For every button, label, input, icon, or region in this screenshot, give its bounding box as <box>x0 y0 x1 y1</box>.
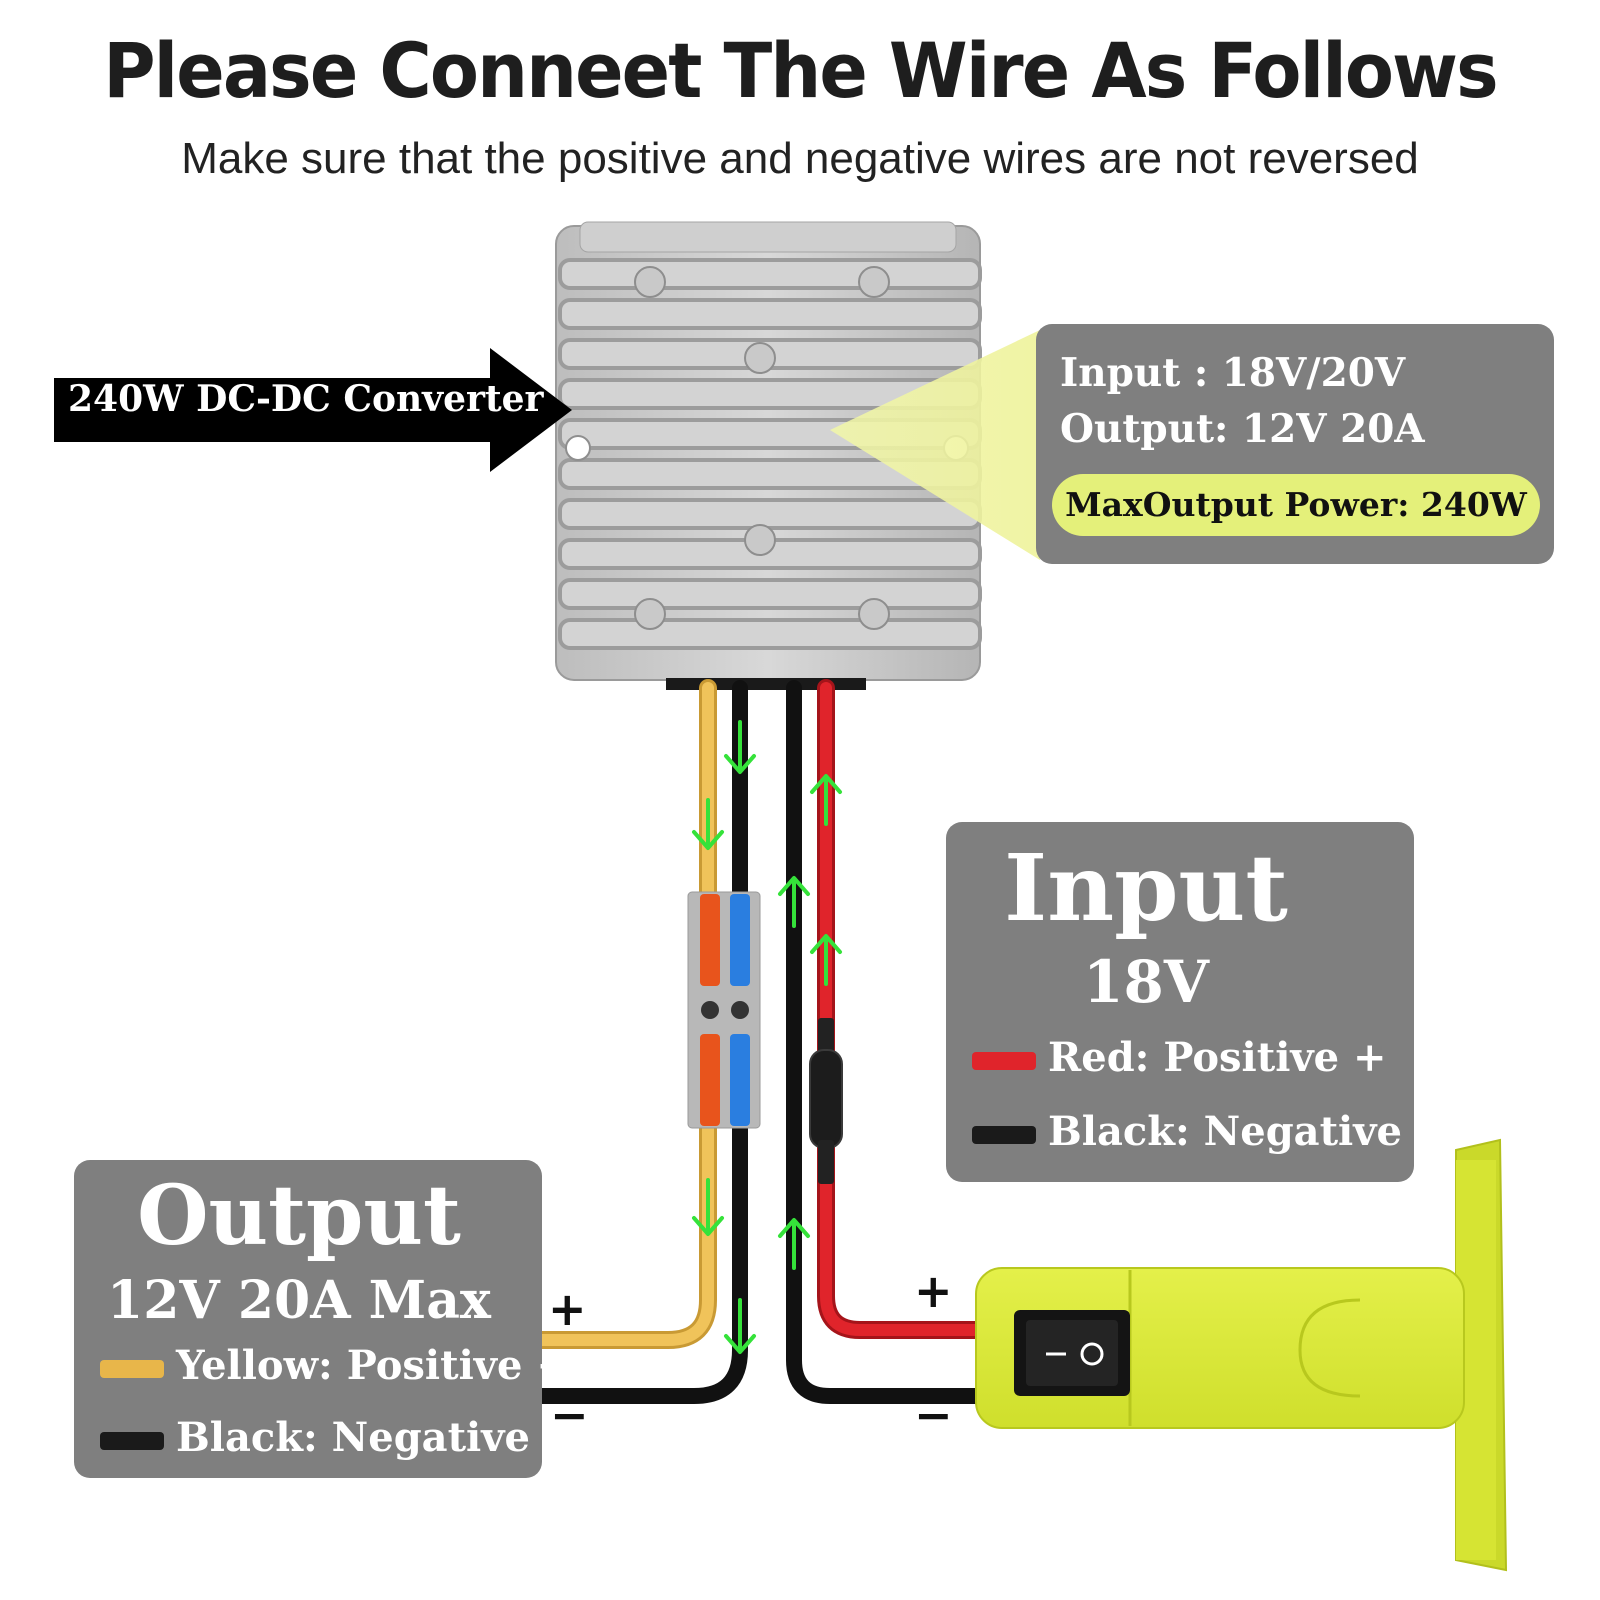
inline-fuse-holder <box>809 1018 843 1184</box>
spec-highlight-beam <box>830 330 1040 560</box>
black-swatch <box>100 1432 164 1450</box>
input-legend-black-label: Black: Negative - <box>1048 1108 1433 1155</box>
dc-dc-converter <box>555 221 982 690</box>
output-panel: Output 12V 20A Max Yellow: Positive + Bl… <box>74 1160 570 1478</box>
yellow-swatch <box>100 1360 164 1378</box>
input-legend-black: Black: Negative - <box>972 1108 1432 1155</box>
battery-adapter <box>975 1138 1508 1572</box>
output-legend-yellow: Yellow: Positive + <box>100 1342 570 1389</box>
output-legend-black-label: Black: Negative - <box>176 1414 561 1461</box>
input-plus-sign: + <box>914 1264 953 1318</box>
output-legend-yellow-label: Yellow: Positive + <box>176 1342 570 1389</box>
input-title: Input <box>1004 834 1288 942</box>
input-legend-red: Red: Positive + <box>972 1034 1387 1081</box>
current-flow-arrows <box>692 720 842 1354</box>
input-minus-sign: − <box>914 1388 953 1442</box>
input-legend-red-label: Red: Positive + <box>1048 1034 1387 1081</box>
page-title: Please Conneet The Wire As Follows <box>103 26 1498 115</box>
spec-output: Output: 12V 20A <box>1060 406 1425 452</box>
lever-orange-bottom <box>700 1034 720 1126</box>
page-subtitle: Make sure that the positive and negative… <box>181 134 1419 183</box>
converter-label-arrow <box>54 348 572 472</box>
yellow-wire <box>533 679 717 1349</box>
black-swatch <box>972 1126 1036 1144</box>
red-swatch <box>972 1052 1036 1070</box>
lever-blue-top <box>730 894 750 986</box>
spec-input: Input : 18V/20V <box>1060 350 1406 396</box>
output-plus-sign: + <box>548 1282 587 1336</box>
output-legend-black: Black: Negative - <box>100 1414 560 1461</box>
mounting-hole-left <box>565 435 591 461</box>
spec-max-power: MaxOutput Power: 240W <box>1052 474 1540 536</box>
screw-heads <box>634 266 890 630</box>
lever-orange-top <box>700 894 720 986</box>
output-title: Output <box>137 1168 461 1264</box>
input-panel: Input 18V Red: Positive + Black: Negativ… <box>946 822 1432 1182</box>
output-rating: 12V 20A Max <box>107 1270 491 1331</box>
lever-blue-bottom <box>730 1034 750 1126</box>
input-voltage: 18V <box>1083 948 1209 1016</box>
spec-panel: Input : 18V/20V Output: 12V 20A MaxOutpu… <box>1036 324 1554 564</box>
output-minus-sign: − <box>550 1388 589 1442</box>
converter-label: 240W DC-DC Converter <box>68 378 544 420</box>
lever-wire-connector <box>687 891 761 1129</box>
input-black-wire <box>786 680 986 1404</box>
